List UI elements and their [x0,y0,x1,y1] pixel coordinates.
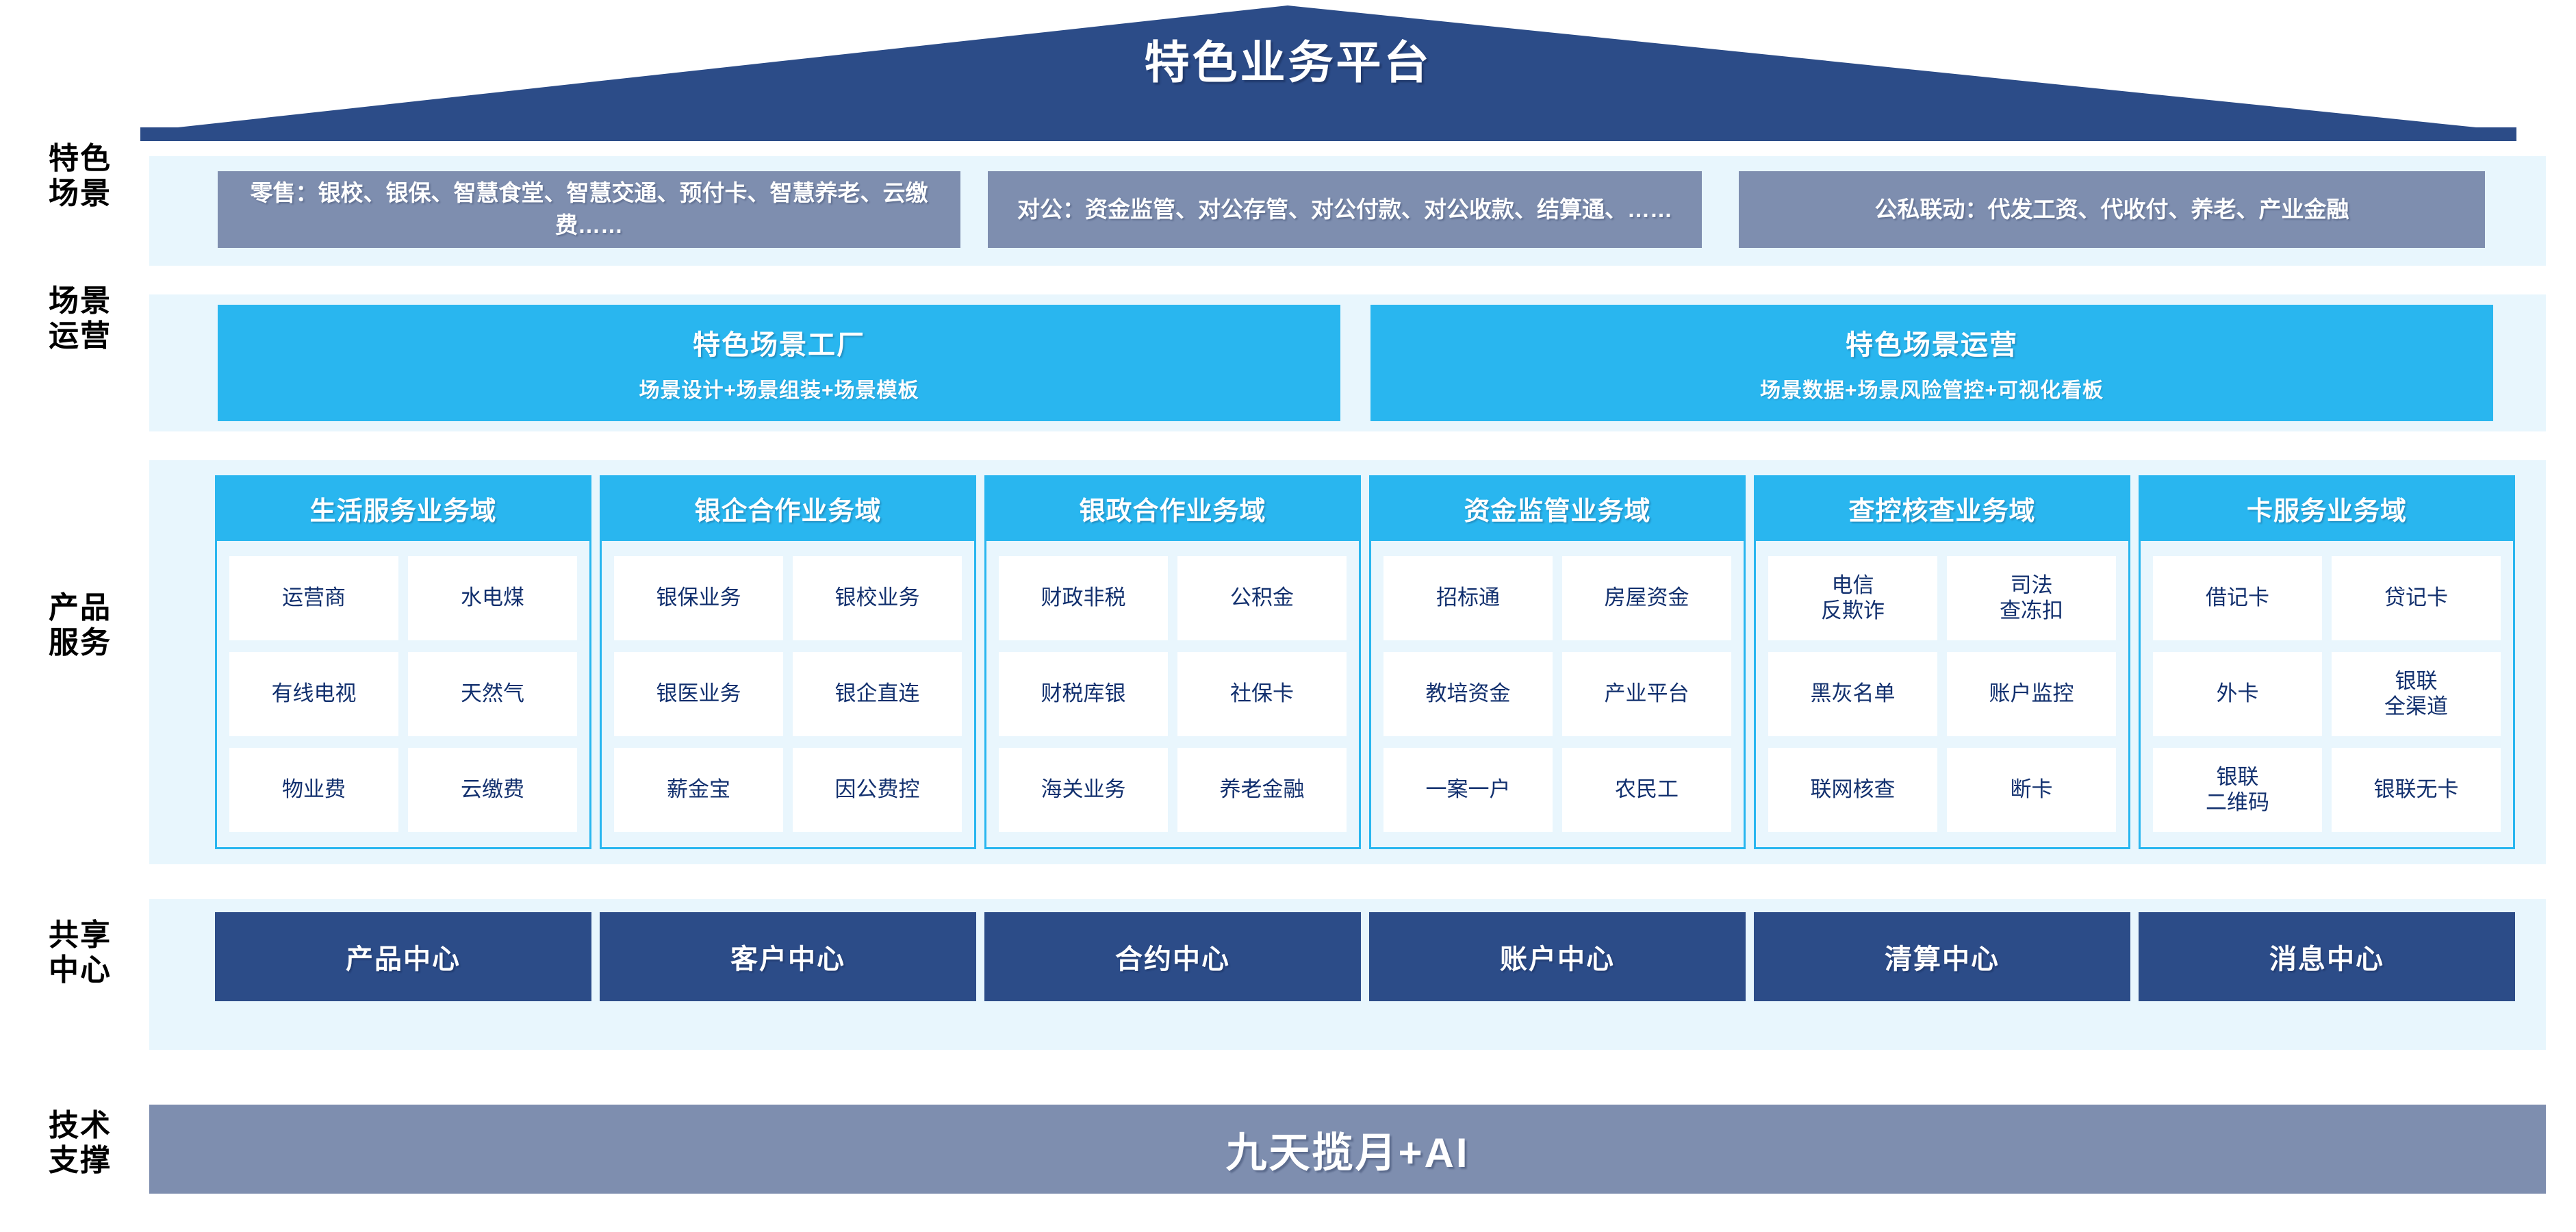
domain-item[interactable]: 海关业务 [999,748,1168,832]
domain-item[interactable]: 银医业务 [614,652,783,736]
row-label-operations: 场景 运营 [49,284,112,353]
domain-title: 卡服务业务域 [2139,475,2515,541]
domain-item[interactable]: 社保卡 [1177,652,1347,736]
domain-items: 招标通 房屋资金 教培资金 产业平台 一案一户 农民工 [1369,541,1746,849]
domain-item[interactable]: 运营商 [229,556,398,640]
domain-item[interactable]: 公积金 [1177,556,1347,640]
domain-item[interactable]: 养老金融 [1177,748,1347,832]
page-title: 特色业务平台 [1144,37,1432,88]
domain-item[interactable]: 房屋资金 [1562,556,1731,640]
domain-items: 电信 反欺诈 司法 查冻扣 黑灰名单 账户监控 联网核查 断卡 [1754,541,2130,849]
domain-item[interactable]: 银企直连 [793,652,962,736]
center-card-product[interactable]: 产品中心 [215,912,591,1001]
domain-item[interactable]: 银联无卡 [2332,748,2501,832]
row-label-centers: 共享 中心 [49,918,112,988]
tech-support-bar[interactable]: 九天揽月+AI [149,1105,2546,1194]
domain-item[interactable]: 银校业务 [793,556,962,640]
domain-column-bank-government[interactable]: 银政合作业务域 财政非税 公积金 财税库银 社保卡 海关业务 养老金融 [984,475,1361,849]
domain-item[interactable]: 账户监控 [1947,652,2116,736]
domain-items: 银保业务 银校业务 银医业务 银企直连 薪金宝 因公费控 [600,541,976,849]
domain-item[interactable]: 银联 二维码 [2153,748,2322,832]
domain-item[interactable]: 司法 查冻扣 [1947,556,2116,640]
domain-item[interactable]: 外卡 [2153,652,2322,736]
center-card-clearing[interactable]: 清算中心 [1754,912,2130,1001]
domain-title: 查控核查业务域 [1754,475,2130,541]
domain-title: 银政合作业务域 [984,475,1361,541]
domain-items: 运营商 水电煤 有线电视 天然气 物业费 云缴费 [215,541,591,849]
domain-item[interactable]: 教培资金 [1383,652,1553,736]
center-card-customer[interactable]: 客户中心 [600,912,976,1001]
roof-shape [140,5,2516,141]
domain-item[interactable]: 有线电视 [229,652,398,736]
domain-item[interactable]: 贷记卡 [2332,556,2501,640]
domain-item[interactable]: 水电煤 [408,556,577,640]
operations-operating-subtitle: 场景数据+场景风险管控+可视化看板 [1759,379,2104,402]
domain-items: 借记卡 贷记卡 外卡 银联 全渠道 银联 二维码 银联无卡 [2139,541,2515,849]
domain-item[interactable]: 财政非税 [999,556,1168,640]
domain-item[interactable]: 薪金宝 [614,748,783,832]
domain-items: 财政非税 公积金 财税库银 社保卡 海关业务 养老金融 [984,541,1361,849]
domain-column-bank-enterprise[interactable]: 银企合作业务域 银保业务 银校业务 银医业务 银企直连 薪金宝 因公费控 [600,475,976,849]
domain-item[interactable]: 云缴费 [408,748,577,832]
domain-item[interactable]: 断卡 [1947,748,2116,832]
domain-item[interactable]: 电信 反欺诈 [1768,556,1937,640]
operations-factory-subtitle: 场景设计+场景组装+场景模板 [639,379,919,402]
domain-column-life-services[interactable]: 生活服务业务域 运营商 水电煤 有线电视 天然气 物业费 云缴费 [215,475,591,849]
row-label-scenarios: 特色 场景 [49,142,112,211]
operations-card-factory[interactable]: 特色场景工厂 场景设计+场景组装+场景模板 [218,305,1340,421]
operations-card-operating[interactable]: 特色场景运营 场景数据+场景风险管控+可视化看板 [1370,305,2493,421]
domain-item[interactable]: 联网核查 [1768,748,1937,832]
domain-item[interactable]: 农民工 [1562,748,1731,832]
row-label-products: 产品 服务 [49,591,112,660]
row-label-tech: 技术 支撑 [49,1109,112,1178]
domain-item[interactable]: 物业费 [229,748,398,832]
domain-column-investigation-control[interactable]: 查控核查业务域 电信 反欺诈 司法 查冻扣 黑灰名单 账户监控 联网核查 断卡 [1754,475,2130,849]
domain-column-card-services[interactable]: 卡服务业务域 借记卡 贷记卡 外卡 银联 全渠道 银联 二维码 银联无卡 [2139,475,2515,849]
center-card-contract[interactable]: 合约中心 [984,912,1361,1001]
domain-title: 银企合作业务域 [600,475,976,541]
domain-item[interactable]: 因公费控 [793,748,962,832]
domain-item[interactable]: 招标通 [1383,556,1553,640]
domain-item[interactable]: 银联 全渠道 [2332,652,2501,736]
domain-item[interactable]: 一案一户 [1383,748,1553,832]
operations-operating-title: 特色场景运营 [1846,330,2018,360]
domain-item[interactable]: 产业平台 [1562,652,1731,736]
domain-title: 资金监管业务域 [1369,475,1746,541]
center-card-message[interactable]: 消息中心 [2139,912,2515,1001]
domain-item[interactable]: 天然气 [408,652,577,736]
scenario-box-retail[interactable]: 零售：银校、银保、智慧食堂、智慧交通、预付卡、智慧养老、云缴费…… [218,171,960,248]
domain-item[interactable]: 银保业务 [614,556,783,640]
domain-column-fund-supervision[interactable]: 资金监管业务域 招标通 房屋资金 教培资金 产业平台 一案一户 农民工 [1369,475,1746,849]
scenario-box-corporate[interactable]: 对公：资金监管、对公存管、对公付款、对公收款、结算通、…… [988,171,1702,248]
scenario-box-public-private[interactable]: 公私联动：代发工资、代收付、养老、产业金融 [1739,171,2485,248]
platform-roof-banner: 特色业务平台 [0,0,2576,145]
operations-factory-title: 特色场景工厂 [693,330,865,360]
domain-item[interactable]: 财税库银 [999,652,1168,736]
domain-title: 生活服务业务域 [215,475,591,541]
center-card-account[interactable]: 账户中心 [1369,912,1746,1001]
domain-item[interactable]: 借记卡 [2153,556,2322,640]
domain-item[interactable]: 黑灰名单 [1768,652,1937,736]
